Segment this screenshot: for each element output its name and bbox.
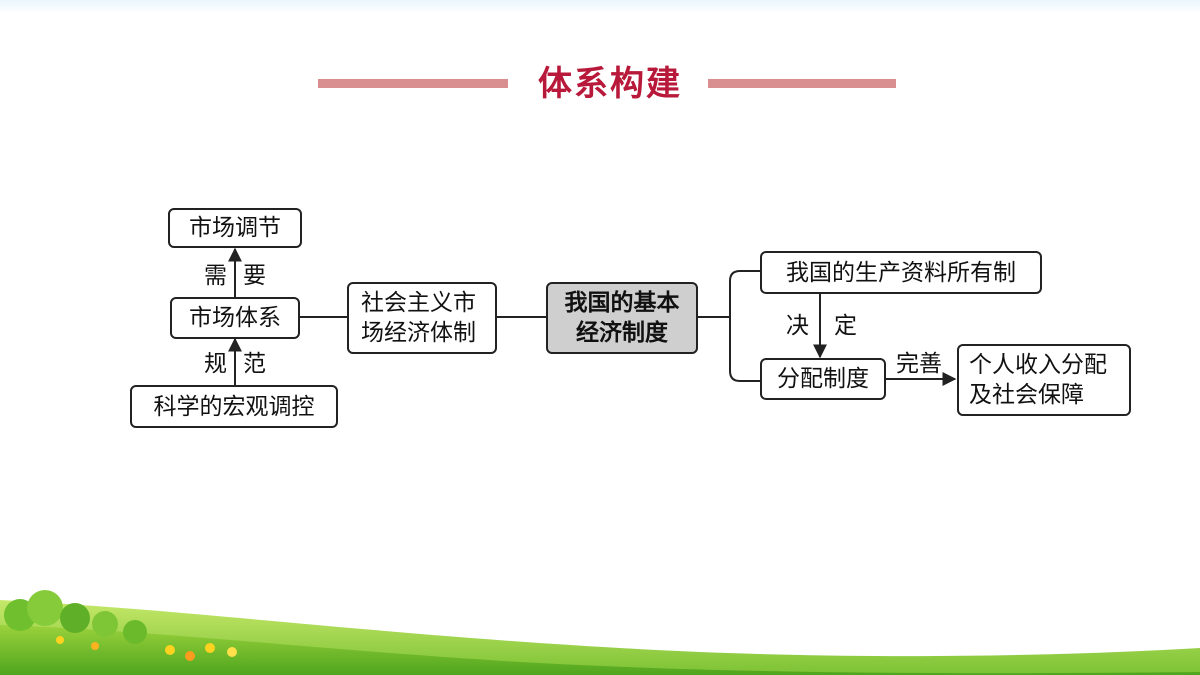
node-basic-economic-system: 我国的基本 经济制度 [546, 282, 698, 354]
node-basic-system-line2: 经济制度 [576, 320, 668, 346]
node-ownership: 我国的生产资料所有制 [760, 251, 1042, 294]
edge-label-decide-char2: 定 [834, 313, 857, 339]
edge-label-decide-char1: 决 [786, 313, 809, 339]
node-ownership-text: 我国的生产资料所有制 [786, 259, 1016, 286]
bracket-right [729, 270, 760, 382]
node-socialist-market-line2: 场经济体制 [361, 320, 476, 346]
title-line-right [708, 79, 896, 88]
node-market-system: 市场体系 [170, 297, 300, 339]
node-distribution: 分配制度 [760, 358, 886, 400]
node-macro-control: 科学的宏观调控 [130, 385, 338, 428]
node-socialist-market-line1: 社会主义市 [361, 290, 476, 316]
trees-left [4, 590, 147, 644]
edge-label-regulate-char2: 范 [243, 351, 266, 377]
node-income-line1: 个人收入分配 [969, 352, 1107, 378]
edge-label-need-char1: 需 [204, 263, 227, 289]
node-income-line2: 及社会保障 [969, 382, 1084, 408]
edge-label-improve: 完善 [896, 350, 942, 378]
page-title: 体系构建 [538, 64, 682, 104]
node-distribution-text: 分配制度 [777, 366, 869, 392]
node-macro-control-text: 科学的宏观调控 [153, 393, 315, 420]
flowers [56, 636, 237, 661]
edge-label-decide-2: 定 [834, 312, 857, 340]
node-socialist-market: 社会主义市 场经济体制 [347, 282, 497, 354]
node-market-adjust: 市场调节 [168, 208, 302, 248]
node-market-adjust-text: 市场调节 [189, 215, 281, 241]
node-income-security: 个人收入分配 及社会保障 [957, 344, 1131, 416]
edge-label-decide: 决 [786, 312, 809, 340]
edge-label-need: 需 [204, 262, 227, 290]
title-line-left [318, 79, 508, 88]
front-hill [0, 625, 1200, 675]
node-basic-system-line1: 我国的基本 [564, 290, 680, 316]
top-band [0, 0, 1200, 14]
edge-label-need-char2: 要 [243, 263, 266, 289]
edge-label-improve-text: 完善 [896, 351, 942, 377]
edge-label-regulate: 规 [204, 350, 227, 378]
edge-label-regulate-2: 范 [243, 350, 266, 378]
edge-label-regulate-char1: 规 [204, 351, 227, 377]
node-market-system-text: 市场体系 [189, 305, 281, 331]
edge-label-need-2: 要 [243, 262, 266, 290]
